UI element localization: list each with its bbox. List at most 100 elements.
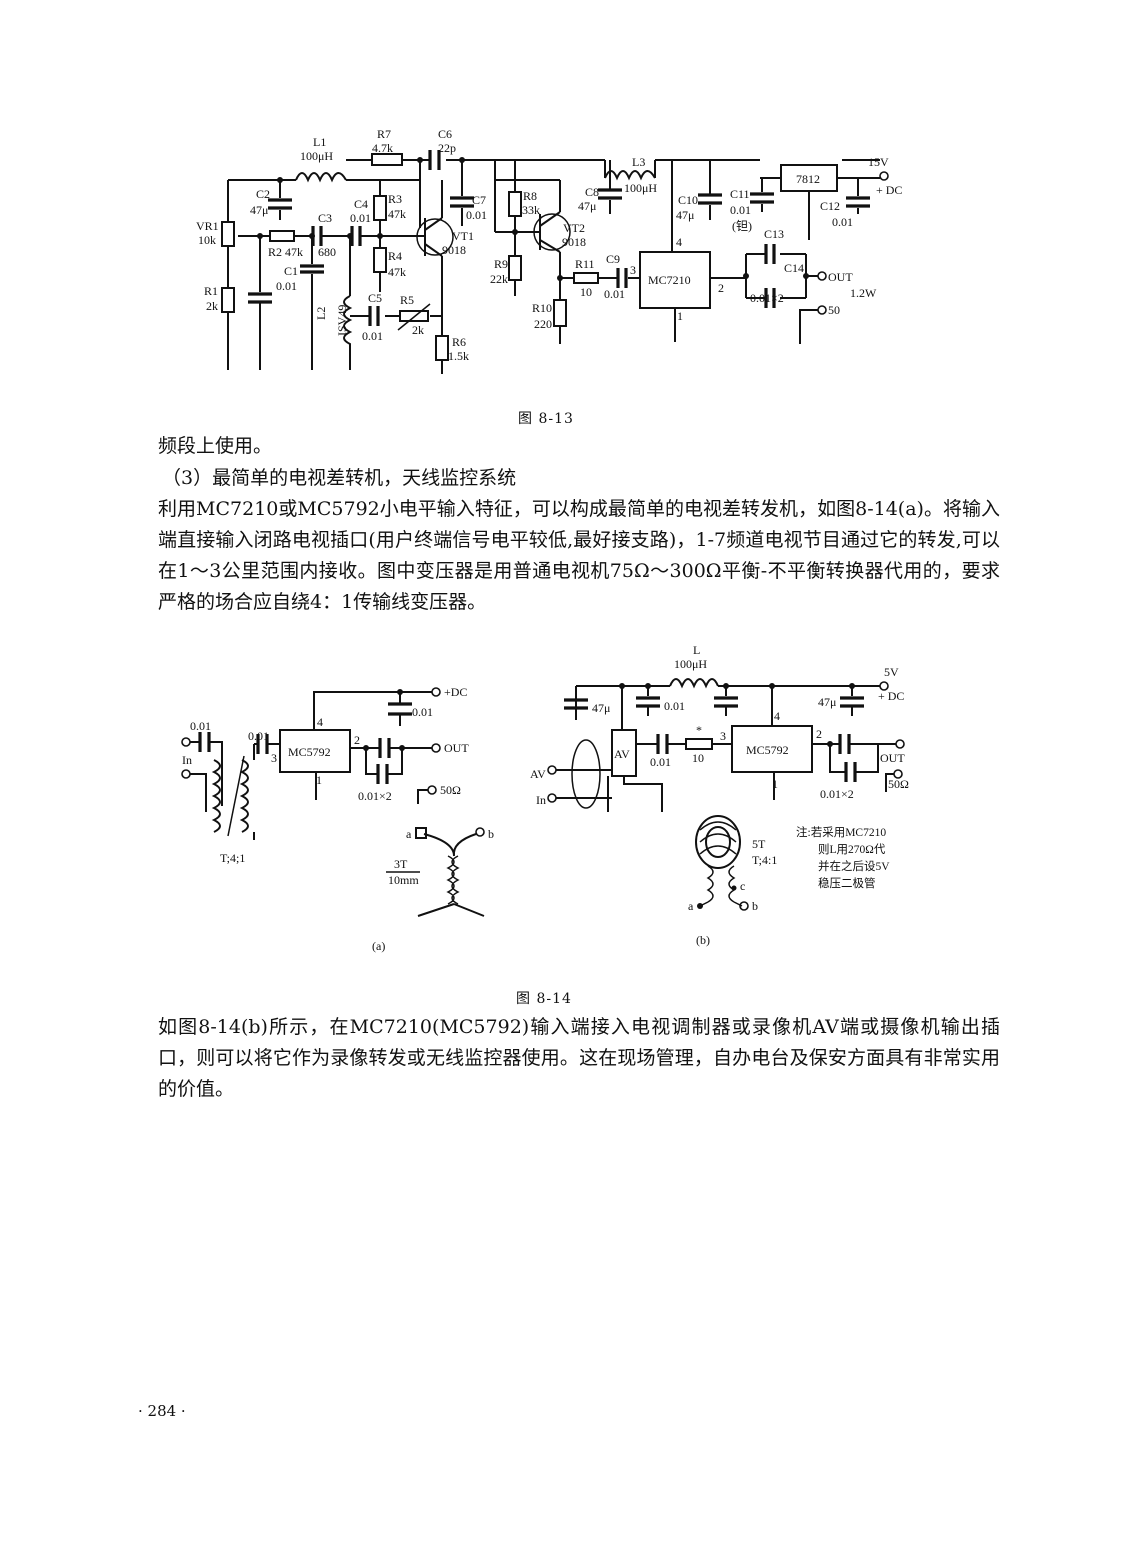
label-C11-tantalum: (钽) bbox=[732, 219, 752, 233]
b-label-L-value: 100μH bbox=[674, 657, 707, 671]
label-C1-value: 0.01 bbox=[276, 279, 297, 293]
label-R4: R4 bbox=[388, 249, 402, 263]
label-R3: R3 bbox=[388, 192, 402, 206]
paragraph-2: 如图8-14(b)所示，在MC7210(MC5792)输入端接入电视调制器或录像… bbox=[158, 1016, 1000, 1100]
b-label-av-input: AV bbox=[530, 767, 546, 781]
label-C8-value: 47μ bbox=[578, 199, 596, 213]
label-L3-value: 100μH bbox=[624, 181, 657, 195]
b-label-star: * bbox=[696, 723, 702, 737]
a-label-3t: 3T bbox=[394, 857, 408, 871]
figure-8-13-schematic: L1 100μH R7 4.7k C6 22p L3 100μH 7812 15… bbox=[196, 127, 902, 374]
label-R4-value: 47k bbox=[388, 265, 406, 279]
b-label-a: a bbox=[688, 899, 694, 913]
a-label-transformer: T;4;1 bbox=[220, 851, 245, 865]
label-R6-value: 1.5k bbox=[448, 349, 469, 363]
b-label-transformer: T;4:1 bbox=[752, 853, 777, 867]
b-note-line1: 注:若采用MC7210 bbox=[796, 825, 886, 839]
label-C10: C10 bbox=[678, 193, 698, 207]
label-VT2: VT2 bbox=[563, 221, 585, 235]
label-C9-value: 0.01 bbox=[604, 287, 625, 301]
label-R6: R6 bbox=[452, 335, 466, 349]
b-label-ic: MC5792 bbox=[746, 743, 789, 757]
label-C8: C8 bbox=[585, 185, 599, 199]
label-C14: C14 bbox=[784, 261, 804, 275]
figure-8-14-caption: 图 8-14 bbox=[516, 991, 572, 1007]
label-R7-value: 4.7k bbox=[372, 141, 393, 155]
a-label-c2: 0.01 bbox=[248, 729, 269, 743]
b-label-pin2: 2 bbox=[816, 727, 822, 741]
a-label-a: a bbox=[406, 827, 412, 841]
label-C7-value: 0.01 bbox=[466, 208, 487, 222]
label-MC7210: MC7210 bbox=[648, 273, 691, 287]
label-R7: R7 bbox=[377, 127, 391, 141]
a-label-b: b bbox=[488, 827, 494, 841]
label-C7: C7 bbox=[472, 193, 486, 207]
label-50ohm: 50 bbox=[828, 303, 840, 317]
label-C13: C13 bbox=[764, 227, 784, 241]
label-15v: 15V bbox=[868, 155, 889, 169]
b-label-av-block: AV bbox=[614, 747, 630, 761]
label-C2: C2 bbox=[256, 187, 270, 201]
label-C13-C14-value: 0.01×2 bbox=[750, 291, 784, 305]
b-label-50ohm: 50Ω bbox=[888, 777, 909, 791]
a-label-pin2: 2 bbox=[354, 733, 360, 747]
b-label-5t: 5T bbox=[752, 837, 766, 851]
a-label-pin1: 1 bbox=[316, 773, 322, 787]
label-C11-value: 0.01 bbox=[730, 203, 751, 217]
label-ISV49: ISV49 bbox=[335, 305, 349, 336]
label-R11-value: 10 bbox=[580, 285, 592, 299]
label-VR1: VR1 bbox=[196, 219, 219, 233]
b-label-dc: + DC bbox=[878, 689, 904, 703]
label-C4-value: 0.01 bbox=[350, 211, 371, 225]
label-C3-value: 680 bbox=[318, 245, 336, 259]
b-label-c47b: 47μ bbox=[818, 695, 836, 709]
label-pin3: 3 bbox=[630, 263, 636, 277]
label-R1-value: 2k bbox=[206, 299, 218, 313]
label-power: 1.2W bbox=[850, 286, 877, 300]
label-R3-value: 47k bbox=[388, 207, 406, 221]
b-label-b: b bbox=[752, 899, 758, 913]
label-pin1: 1 bbox=[677, 309, 683, 323]
label-L3: L3 bbox=[632, 155, 645, 169]
label-C6: C6 bbox=[438, 127, 452, 141]
b-label-out: OUT bbox=[880, 751, 905, 765]
b-note-line3: 并在之后设5V bbox=[818, 859, 890, 873]
label-C10-value: 47μ bbox=[676, 208, 694, 222]
a-label-cdc: 0.01 bbox=[412, 705, 433, 719]
b-label-c47a: 47μ bbox=[592, 701, 610, 715]
b-label-L: L bbox=[693, 643, 700, 657]
label-dc: + DC bbox=[876, 183, 902, 197]
b-label-pin3: 3 bbox=[720, 729, 726, 743]
b-label-cx2: 0.01×2 bbox=[820, 787, 854, 801]
label-R10-value: 220 bbox=[534, 317, 552, 331]
label-C5: C5 bbox=[368, 291, 382, 305]
a-label-pin4: 4 bbox=[317, 715, 323, 729]
a-label-50ohm: 50Ω bbox=[440, 783, 461, 797]
label-C6-value: 22p bbox=[438, 141, 456, 155]
a-label-10mm: 10mm bbox=[388, 873, 419, 887]
label-C9: C9 bbox=[606, 252, 620, 266]
label-VT1: VT1 bbox=[452, 229, 474, 243]
label-R8: R8 bbox=[523, 189, 537, 203]
label-C3: C3 bbox=[318, 211, 332, 225]
a-subcaption: (a) bbox=[372, 939, 385, 953]
label-R9-value: 22k bbox=[490, 272, 508, 286]
b-label-c3: 0.01 bbox=[650, 755, 671, 769]
label-VR1-value: 10k bbox=[198, 233, 216, 247]
label-R9: R9 bbox=[494, 257, 508, 271]
a-label-dc: +DC bbox=[444, 685, 467, 699]
b-note-line2: 则L用270Ω代 bbox=[818, 843, 886, 856]
figure-8-13-caption: 图 8-13 bbox=[518, 411, 574, 427]
label-L1-value: 100μH bbox=[300, 149, 333, 163]
label-R2: R2 47k bbox=[268, 245, 303, 259]
paragraph-1: 利用MC7210或MC5792小电平输入特征，可以构成最简单的电视差转发机，如图… bbox=[158, 498, 1000, 613]
a-label-in: In bbox=[182, 753, 192, 767]
label-C11: C11 bbox=[730, 187, 750, 201]
label-R8-value: 33k bbox=[522, 203, 540, 217]
label-L1: L1 bbox=[313, 135, 326, 149]
b-note-line4: 稳压二极管 bbox=[818, 876, 876, 890]
label-R5: R5 bbox=[400, 293, 414, 307]
b-label-r10: 10 bbox=[692, 751, 704, 765]
label-VT1-value: 9018 bbox=[442, 243, 466, 257]
label-C4: C4 bbox=[354, 197, 368, 211]
